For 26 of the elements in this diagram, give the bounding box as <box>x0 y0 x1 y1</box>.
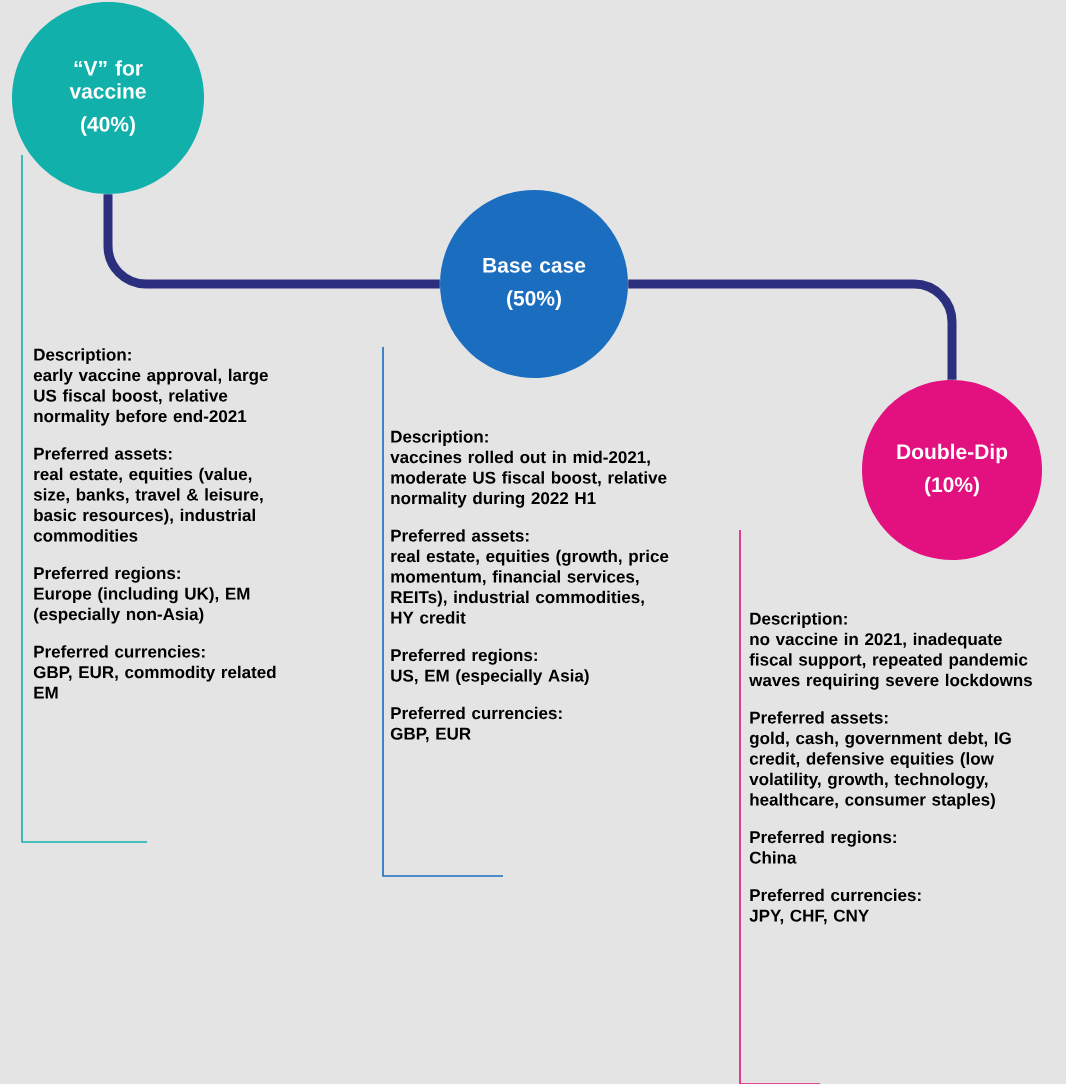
section-heading: Preferred currencies: <box>391 706 562 720</box>
description-text: real estate, equities (growth, price momentum, financial services, REITs), industrial commodities, HY credit <box>391 549 669 624</box>
description-text: GBP, EUR <box>390 727 471 743</box>
description-text: China <box>749 851 797 864</box>
section-heading: Preferred regions: <box>34 566 180 583</box>
connector-line <box>103 194 440 289</box>
section-heading: Preferred assets: <box>750 711 888 724</box>
description-text: vaccines rolled out in mid-2021, moderate US fiscal boost, relative normality during 2022 H1 <box>390 450 667 508</box>
description-text: US, EM (especially Asia) <box>391 669 589 686</box>
section-heading: Preferred currencies: <box>750 888 921 902</box>
description-text: real estate, equities (value, size, banks, travel & leisure, basic resources), industrial commodities <box>33 467 263 542</box>
section-heading: Description: <box>750 612 847 629</box>
connector-line <box>628 279 957 380</box>
description-text: JPY, CHF, CNY <box>749 909 869 925</box>
description-text: no vaccine in 2021, inadequate fiscal support, repeated pandemic waves requiring severe lockdowns <box>749 632 1032 690</box>
section-heading: Preferred currencies: <box>34 645 205 658</box>
description-text: gold, cash, government debt, IG credit, defensive equities (low volatility, growth, technology, healthcare, consumer staples) <box>749 731 1011 810</box>
description-text: Europe (including UK), EM (especially non-Asia) <box>34 587 250 624</box>
section-heading: Description: <box>391 430 488 447</box>
section-heading: Preferred regions: <box>750 830 896 847</box>
section-heading: Preferred regions: <box>391 648 537 665</box>
section-heading: Preferred assets: <box>34 447 172 460</box>
section-heading: Description: <box>34 348 131 365</box>
section-heading: Preferred assets: <box>391 529 529 542</box>
description-text: early vaccine approval, large US fiscal boost, relative normality before end-2021 <box>33 368 268 426</box>
description-text: GBP, EUR, commodity related EM <box>33 665 276 699</box>
